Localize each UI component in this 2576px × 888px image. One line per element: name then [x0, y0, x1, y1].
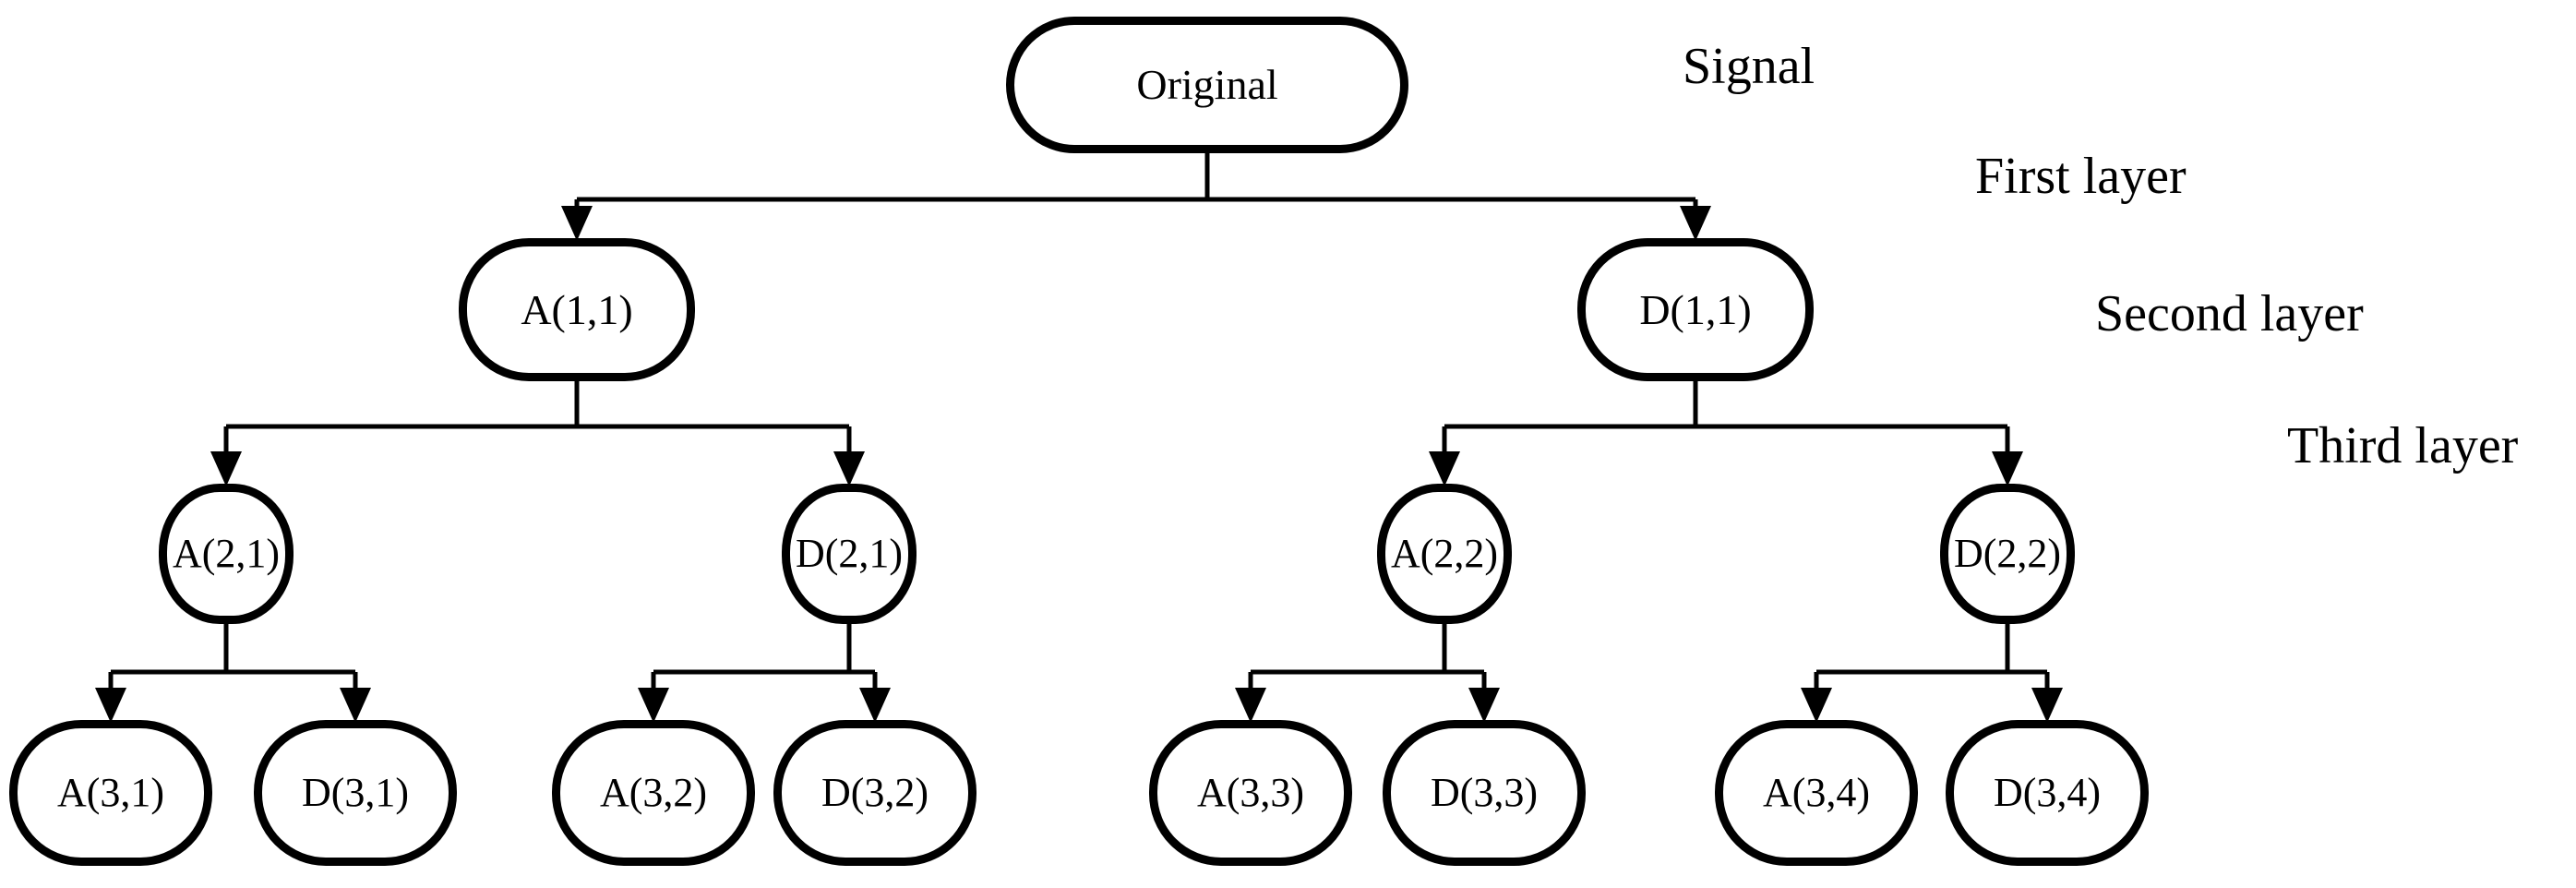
node-d-1-1[interactable]: D(1,1) [1577, 238, 1814, 381]
node-label: D(3,3) [1430, 770, 1539, 815]
label-third-layer: Third layer [2287, 417, 2519, 474]
label-second-layer: Second layer [2095, 285, 2364, 342]
node-a-3-3[interactable]: A(3,3) [1149, 720, 1352, 866]
node-label: D(3,2) [821, 770, 929, 815]
node-label: Original [1136, 61, 1278, 108]
node-d-2-1[interactable]: D(2,1) [782, 484, 917, 624]
node-label: D(2,2) [1953, 531, 2062, 576]
node-label: A(2,1) [172, 531, 281, 576]
node-label: A(1,1) [521, 285, 633, 333]
node-d-3-4[interactable]: D(3,4) [1946, 720, 2149, 866]
node-label: A(3,3) [1196, 770, 1305, 815]
label-first-layer: First layer [1975, 148, 2187, 205]
node-label: A(2,2) [1390, 531, 1499, 576]
node-label: A(3,4) [1762, 770, 1871, 815]
node-d-3-1[interactable]: D(3,1) [254, 720, 457, 866]
node-a-2-2[interactable]: A(2,2) [1377, 484, 1512, 624]
label-signal: Signal [1683, 38, 1815, 95]
node-label: A(3,1) [56, 770, 165, 815]
node-a-2-1[interactable]: A(2,1) [159, 484, 294, 624]
node-d-3-3[interactable]: D(3,3) [1383, 720, 1586, 866]
node-label: D(3,1) [301, 770, 410, 815]
node-label: D(1,1) [1639, 285, 1752, 333]
node-a-3-1[interactable]: A(3,1) [9, 720, 212, 866]
node-d-2-2[interactable]: D(2,2) [1940, 484, 2075, 624]
node-original[interactable]: Original [1006, 17, 1408, 153]
node-a-3-4[interactable]: A(3,4) [1715, 720, 1918, 866]
node-label: D(3,4) [1993, 770, 2102, 815]
node-label: D(2,1) [795, 531, 904, 576]
node-d-3-2[interactable]: D(3,2) [773, 720, 976, 866]
node-a-1-1[interactable]: A(1,1) [459, 238, 695, 381]
node-label: A(3,2) [599, 770, 708, 815]
node-a-3-2[interactable]: A(3,2) [552, 720, 755, 866]
